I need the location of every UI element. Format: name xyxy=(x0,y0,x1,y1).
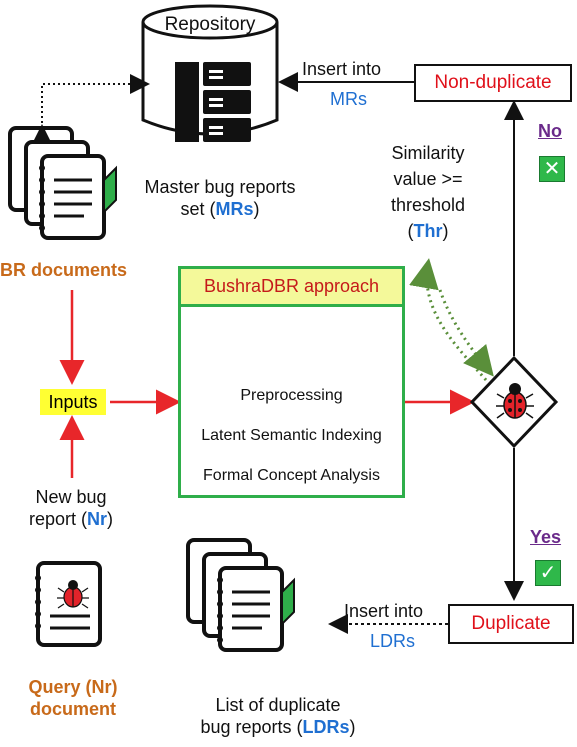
non-duplicate-box: Non-duplicate xyxy=(414,64,572,102)
insert-into-ldrs-label: Insert into xyxy=(344,601,424,621)
insert-target-mrs: MRs xyxy=(330,89,367,109)
ldrs-line1: List of duplicate xyxy=(215,695,341,715)
threshold-link-up xyxy=(409,258,488,381)
new-bug-report-label: New bug report (Nr) xyxy=(6,486,136,530)
yes-check-icon: ✓ xyxy=(535,560,561,586)
ldrs-line2: bug reports (LDRs) xyxy=(178,716,378,738)
step-lsi: Latent Semantic Indexing xyxy=(201,427,382,444)
insert-into-mrs-label: Insert into xyxy=(302,59,382,79)
similarity-line2: value >= xyxy=(393,169,463,189)
similarity-threshold-label: Similarity value >= threshold (Thr) xyxy=(366,140,490,244)
ldrs-suffix: ) xyxy=(349,717,356,737)
query-line1: Query (Nr) xyxy=(28,677,118,697)
caption-suffix: ) xyxy=(253,199,260,219)
repository-caption-line1: Master bug reports xyxy=(144,177,296,197)
br-documents-icon xyxy=(8,126,117,240)
step-preprocessing: Preprocessing xyxy=(240,387,343,404)
new-bug-prefix: report ( xyxy=(28,509,87,529)
ldrs-prefix: bug reports ( xyxy=(200,717,303,737)
new-bug-highlight: Nr xyxy=(87,509,108,529)
ldrs-documents-icon xyxy=(186,538,295,652)
caption-highlight-mrs: MRs xyxy=(215,199,254,219)
ldrs-highlight: LDRs xyxy=(302,717,350,737)
insert-target-ldrs: LDRs xyxy=(370,631,416,651)
duplicate-box: Duplicate xyxy=(448,604,574,644)
query-line2: document xyxy=(29,699,116,719)
new-bug-line1: New bug xyxy=(35,487,107,507)
new-bug-suffix: ) xyxy=(107,509,114,529)
ldrs-caption: List of duplicate bug reports (LDRs) xyxy=(178,694,378,738)
new-bug-line2: report (Nr) xyxy=(6,508,136,530)
threshold-link-down xyxy=(438,289,494,377)
repository-title: Repository xyxy=(164,14,256,35)
similarity-line3: threshold xyxy=(390,195,466,215)
br-documents-label: BR documents xyxy=(0,260,128,280)
repository-cylinder-icon xyxy=(141,4,279,142)
yes-label: Yes xyxy=(530,527,562,547)
br-repository-link xyxy=(32,74,150,144)
similarity-line4: (Thr) xyxy=(366,218,490,244)
thr-prefix: ( xyxy=(407,221,414,241)
query-document-icon xyxy=(35,561,102,647)
thr-suffix: ) xyxy=(442,221,449,241)
approach-title: BushraDBR approach xyxy=(181,269,402,307)
repository-caption-line2: set (MRs) xyxy=(130,198,310,220)
no-cross-icon: ✕ xyxy=(539,156,565,182)
similarity-line1: Similarity xyxy=(391,143,465,163)
no-label: No xyxy=(538,121,562,141)
approach-box: BushraDBR approach Preprocessing Latent … xyxy=(178,266,405,498)
caption-prefix: set ( xyxy=(180,199,216,219)
query-document-label: Query (Nr) document xyxy=(8,676,138,720)
thr-highlight: Thr xyxy=(413,221,443,241)
inputs-label: Inputs xyxy=(40,389,106,415)
repository-caption: Master bug reports set (MRs) xyxy=(130,176,310,220)
step-fca: Formal Concept Analysis xyxy=(203,467,380,484)
ladybug-icon xyxy=(496,383,534,419)
